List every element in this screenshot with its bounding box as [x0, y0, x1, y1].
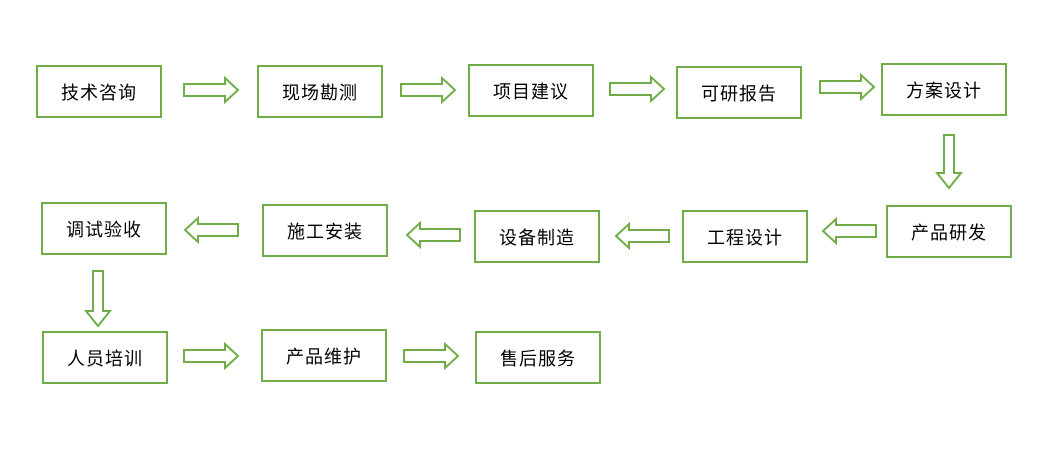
arrow-right	[819, 72, 876, 102]
step-label: 调试验收	[66, 219, 142, 241]
step-solution-design: 方案设计	[881, 63, 1007, 116]
arrow-right	[403, 341, 460, 371]
arrow-right	[183, 341, 240, 371]
step-feasibility-report: 可研报告	[676, 66, 802, 119]
step-label: 项目建议	[493, 81, 569, 103]
arrow-left	[183, 215, 239, 245]
arrow-down	[83, 270, 113, 328]
arrow-right	[183, 75, 240, 105]
step-label: 售后服务	[500, 348, 576, 370]
step-label: 产品研发	[911, 222, 987, 244]
arrow-right	[400, 75, 457, 105]
step-commissioning-acceptance: 调试验收	[41, 202, 167, 255]
step-engineering-design: 工程设计	[682, 210, 808, 263]
arrow-left	[614, 221, 670, 251]
arrow-left	[821, 216, 877, 246]
step-equipment-manufacturing: 设备制造	[474, 210, 600, 263]
step-tech-consult: 技术咨询	[36, 65, 162, 118]
step-label: 施工安装	[287, 221, 363, 243]
step-label: 技术咨询	[61, 82, 137, 104]
step-label: 工程设计	[707, 227, 783, 249]
step-site-survey: 现场勘测	[257, 65, 383, 118]
step-label: 设备制造	[499, 227, 575, 249]
step-label: 方案设计	[906, 80, 982, 102]
step-after-sales-service: 售后服务	[475, 331, 601, 384]
step-product-maintenance: 产品维护	[261, 329, 387, 382]
step-project-proposal: 项目建议	[468, 64, 594, 117]
step-label: 人员培训	[67, 348, 143, 370]
step-construction-installation: 施工安装	[262, 204, 388, 257]
step-label: 可研报告	[701, 83, 777, 105]
arrow-right	[609, 74, 666, 104]
step-label: 产品维护	[286, 346, 362, 368]
step-product-rd: 产品研发	[886, 205, 1012, 258]
arrow-down	[934, 134, 964, 190]
arrow-left	[405, 220, 461, 250]
step-label: 现场勘测	[282, 82, 358, 104]
step-personnel-training: 人员培训	[42, 331, 168, 384]
